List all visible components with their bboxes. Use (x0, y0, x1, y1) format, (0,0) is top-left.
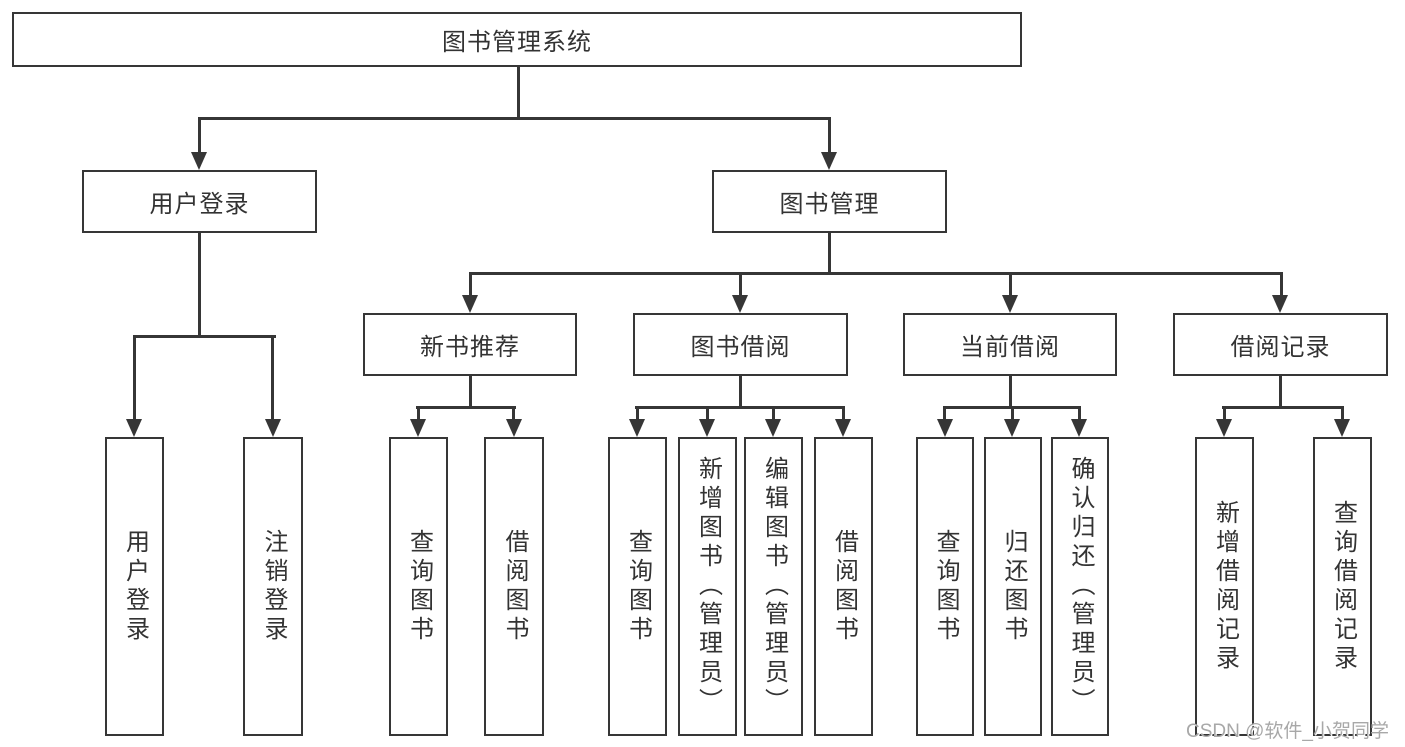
leaf-return-books-label: 归还图书 (1000, 528, 1027, 645)
edge-user-login-rail (133, 335, 276, 338)
leaf-edit-books-admin: 编辑图书（管理员） (744, 437, 803, 736)
leaf-return-books: 归还图书 (984, 437, 1042, 736)
arrow-down-icon (506, 419, 522, 437)
node-book-mgmt-label: 图书管理 (779, 191, 880, 218)
arrow-down-icon (732, 295, 748, 313)
edge-drop-new-rec (469, 272, 472, 297)
edge-book-mgmt-stub (828, 232, 831, 275)
leaf-rec-borrow-books-label: 借阅图书 (501, 528, 528, 645)
edge-records-rail (1222, 406, 1343, 409)
edge-root-stub (517, 66, 520, 119)
node-book-mgmt: 图书管理 (712, 170, 947, 233)
edge-leaf-drop (842, 406, 845, 421)
node-new-book-rec: 新书推荐 (363, 313, 577, 376)
arrow-down-icon (265, 419, 281, 437)
arrow-down-icon (1002, 295, 1018, 313)
arrow-down-icon (1004, 419, 1020, 437)
leaf-add-borrow-record-label: 新增借阅记录 (1211, 499, 1239, 674)
arrow-down-icon (191, 152, 207, 170)
edge-drop-current (1009, 272, 1012, 297)
leaf-borrow-query-books-label: 查询图书 (624, 528, 652, 645)
edge-new-rec-rail (416, 406, 516, 409)
edge-records-stub (1279, 375, 1282, 408)
node-borrow-records: 借阅记录 (1173, 313, 1388, 376)
node-borrow-records-label: 借阅记录 (1230, 334, 1331, 361)
edge-borrow-rail (635, 406, 844, 409)
edge-leaf-drop (1078, 406, 1081, 421)
node-current-borrow-label: 当前借阅 (960, 334, 1060, 361)
node-current-borrow: 当前借阅 (903, 313, 1117, 376)
arrow-down-icon (1216, 419, 1232, 437)
edge-leaf-drop (417, 406, 420, 421)
arrow-down-icon (462, 295, 478, 313)
leaf-add-books-admin: 新增图书（管理员） (678, 437, 737, 736)
edge-drop-user-login (198, 117, 201, 154)
node-book-borrow-label: 图书借阅 (690, 334, 791, 361)
node-user-login-label: 用户登录 (149, 191, 250, 218)
edge-leaf-drop (1341, 406, 1344, 421)
leaf-user-login-label: 用户登录 (121, 528, 149, 645)
edge-leaf-drop (943, 406, 946, 421)
leaf-rec-query-books: 查询图书 (389, 437, 448, 736)
leaf-current-query-books: 查询图书 (916, 437, 974, 736)
arrow-down-icon (937, 419, 953, 437)
arrow-down-icon (126, 419, 142, 437)
edge-drop-borrow (739, 272, 742, 297)
edge-borrow-stub (739, 375, 742, 408)
edge-drop-leaf-logout (271, 335, 274, 421)
edge-leaf-drop (772, 406, 775, 421)
leaf-borrow-books-label: 借阅图书 (830, 528, 858, 645)
arrow-down-icon (1272, 295, 1288, 313)
arrow-down-icon (410, 419, 426, 437)
arrow-down-icon (629, 419, 645, 437)
edge-leaf-drop (1011, 406, 1014, 421)
arrow-down-icon (835, 419, 851, 437)
leaf-borrow-books: 借阅图书 (814, 437, 873, 736)
node-new-book-rec-label: 新书推荐 (420, 334, 520, 361)
node-root: 图书管理系统 (12, 12, 1022, 67)
node-book-borrow: 图书借阅 (633, 313, 848, 376)
edge-level1-rail (198, 117, 831, 120)
leaf-add-books-admin-label: 新增图书（管理员） (694, 456, 722, 717)
edge-drop-book-mgmt (828, 117, 831, 154)
arrow-down-icon (1334, 419, 1350, 437)
arrow-down-icon (699, 419, 715, 437)
leaf-rec-query-books-label: 查询图书 (405, 528, 433, 645)
arrow-down-icon (765, 419, 781, 437)
edge-leaf-drop (512, 406, 515, 421)
leaf-confirm-return-admin: 确认归还（管理员） (1051, 437, 1109, 736)
edge-leaf-drop (706, 406, 709, 421)
leaf-query-borrow-record-label: 查询借阅记录 (1329, 499, 1357, 674)
arrow-down-icon (821, 152, 837, 170)
leaf-borrow-query-books: 查询图书 (608, 437, 667, 736)
edge-user-login-stub (198, 232, 201, 337)
node-root-label: 图书管理系统 (442, 29, 592, 56)
edge-current-stub (1009, 375, 1012, 408)
leaf-confirm-return-admin-label: 确认归还（管理员） (1067, 456, 1094, 717)
edge-drop-leaf-login (133, 335, 136, 421)
csdn-watermark: CSDN @软件_小贺同学 (1186, 721, 1389, 742)
edge-drop-records (1280, 272, 1283, 297)
arrow-down-icon (1071, 419, 1087, 437)
leaf-current-query-books-label: 查询图书 (932, 528, 959, 645)
leaf-user-login: 用户登录 (105, 437, 164, 736)
leaf-rec-borrow-books: 借阅图书 (484, 437, 544, 736)
leaf-edit-books-admin-label: 编辑图书（管理员） (760, 456, 788, 717)
edge-new-rec-stub (469, 375, 472, 408)
edge-leaf-drop (636, 406, 639, 421)
leaf-logout-label: 注销登录 (260, 528, 287, 645)
leaf-query-borrow-record: 查询借阅记录 (1313, 437, 1372, 736)
leaf-add-borrow-record: 新增借阅记录 (1195, 437, 1254, 736)
leaf-logout: 注销登录 (243, 437, 303, 736)
edge-leaf-drop (1223, 406, 1226, 421)
node-user-login: 用户登录 (82, 170, 317, 233)
edge-level2-rail (469, 272, 1283, 275)
